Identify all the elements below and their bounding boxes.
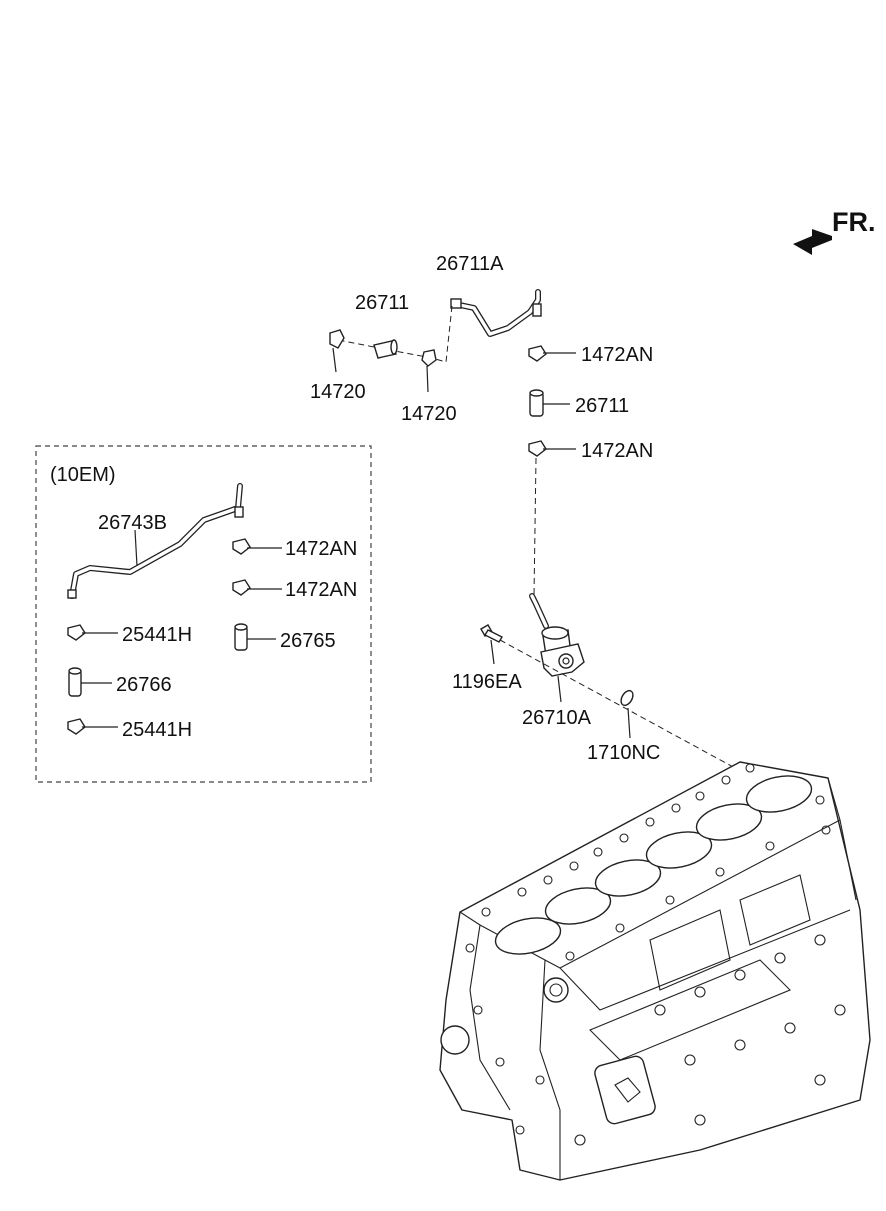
clamp-25441H-variant-bottom xyxy=(67,718,86,735)
hose-26711-middle xyxy=(529,389,544,417)
variant-title: (10EM) xyxy=(50,464,116,486)
label-1472AN-a: 1472AN xyxy=(581,344,653,366)
pipe-26711A xyxy=(452,289,541,337)
label-1472AN-c: 1472AN xyxy=(285,538,357,560)
front-direction-indicator: FR. xyxy=(793,207,876,255)
label-14720-right: 14720 xyxy=(401,403,457,425)
label-25441H-b: 25441H xyxy=(122,719,192,741)
clamp-1472AN-variant-bottom xyxy=(232,579,251,596)
label-1472AN-b: 1472AN xyxy=(581,440,653,462)
label-26711A: 26711A xyxy=(436,253,504,275)
clamp-1472AN-bottom xyxy=(528,440,547,457)
breather-hose-assembly xyxy=(329,289,576,629)
hose-26711-top xyxy=(373,339,398,359)
label-1710NC: 1710NC xyxy=(587,742,660,764)
bolt-1196EA xyxy=(480,624,503,665)
front-arrow-icon xyxy=(793,229,832,255)
label-26710A: 26710A xyxy=(522,707,592,729)
clamp-14720-right xyxy=(421,349,437,393)
clamp-25441H-variant-top xyxy=(67,624,86,641)
label-26765: 26765 xyxy=(280,630,336,652)
pipe-26743B xyxy=(69,483,243,599)
clamp-14720-left xyxy=(329,329,345,373)
hose-26765 xyxy=(234,623,248,651)
hose-26766 xyxy=(68,667,82,697)
label-25441H-a: 25441H xyxy=(122,624,192,646)
label-26711-top: 26711 xyxy=(355,292,409,314)
front-label: FR. xyxy=(832,207,876,237)
label-1472AN-d: 1472AN xyxy=(285,579,357,601)
cylinder-block xyxy=(439,761,871,1181)
clamp-1472AN-variant-top xyxy=(232,538,251,555)
label-26711-middle: 26711 xyxy=(575,395,629,417)
variant-10EM-box: (10EM) xyxy=(35,445,372,783)
label-26766: 26766 xyxy=(116,674,172,696)
oring-1710NC xyxy=(620,689,634,739)
oil-separator-26710A xyxy=(540,626,585,703)
label-14720-left: 14720 xyxy=(310,381,366,403)
label-26743B: 26743B xyxy=(98,512,167,534)
clamp-1472AN-top xyxy=(528,345,547,362)
label-1196EA: 1196EA xyxy=(452,671,522,693)
